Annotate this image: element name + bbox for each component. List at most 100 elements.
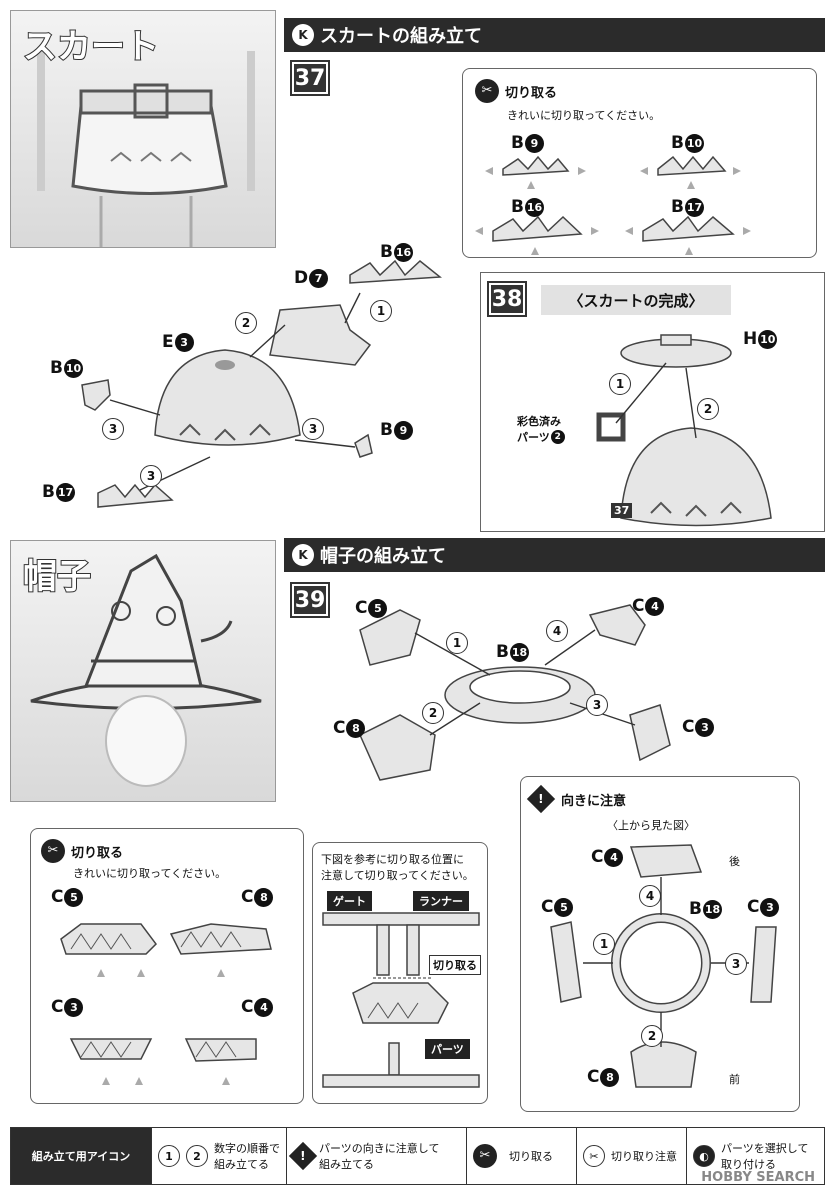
ref-step-37: 37 (611, 503, 633, 518)
step-38-illustration (596, 334, 772, 527)
skirt-cut-instruction: きれいに切り取ってください。 (507, 109, 661, 122)
gate-runner-illustration (322, 912, 480, 1088)
hat-step-1: 1 (446, 632, 468, 654)
cut-icon: ✂ (473, 1144, 497, 1168)
skirt-assembly-illustration (81, 259, 442, 508)
orient-step-4: 4 (639, 885, 661, 907)
step-38-badge: 38 (487, 281, 527, 317)
orient-step-3: 3 (725, 953, 747, 975)
hat-section-header: K 帽子の組み立て (284, 538, 825, 572)
skirt-cut-title-text: 切り取る (505, 85, 558, 101)
hat-section-title: 帽子の組み立て (320, 546, 446, 567)
hat-step-3: 3 (586, 694, 608, 716)
hat-photo-illustration (30, 553, 262, 787)
order-icon: 1 (158, 1145, 180, 1167)
gate-cut-box: 下図を参考に切り取る位置に 注意して切り取ってください。 ゲート ランナー 切り… (312, 842, 488, 1104)
orient-front-label: 前 (729, 1073, 740, 1086)
s38-step-2: 2 (697, 398, 719, 420)
step-39-badge: 39 (290, 582, 330, 618)
cut-icon: ✂ (475, 79, 499, 103)
select-part-icon: ◐ (693, 1145, 715, 1167)
cut-care-icon: ✂ (583, 1145, 605, 1167)
step-38-title: 〈スカートの完成〉 (541, 285, 731, 315)
legend-cut-care: ✂ 切り取り注意 (576, 1128, 686, 1184)
order-icon-2: 2 (186, 1145, 208, 1167)
parts-tag: パーツ (425, 1039, 470, 1059)
watermark: HOBBY SEARCH (701, 1170, 815, 1185)
skirt-photo-illustration (37, 51, 255, 247)
order-step-3b: 3 (302, 418, 324, 440)
hat-cut-instruction: きれいに切り取ってください。 (73, 867, 227, 880)
colored-part-label-1: 彩色済み (517, 415, 561, 428)
order-step-3a: 3 (102, 418, 124, 440)
hat-cut-box-title: ✂ 切り取る (41, 839, 123, 863)
skirt-cut-parts-illustration (475, 155, 751, 255)
orientation-title: ! 向きに注意 (526, 784, 626, 814)
hat-step-2: 2 (422, 702, 444, 724)
orientation-subtitle: 〈上から見た図〉 (607, 819, 695, 832)
skirt-photo-title: スカート (22, 26, 160, 68)
skirt-photo: スカート (10, 10, 276, 248)
gate-instruction-line2: 注意して切り取ってください。 (321, 869, 474, 882)
kit-icon: K (292, 24, 314, 46)
legend-cut: ✂ 切り取る (466, 1128, 576, 1184)
orient-back-label: 後 (729, 855, 740, 868)
hat-cut-parts-illustration (60, 923, 272, 1085)
orient-step-1: 1 (593, 933, 615, 955)
order-step-1: 1 (370, 300, 392, 322)
legend-select: ◐ パーツを選択して取り付ける (686, 1128, 824, 1184)
legend-orientation: ! パーツの向きに注意して組み立てる (286, 1128, 466, 1184)
kit-icon: K (292, 544, 314, 566)
order-step-2: 2 (235, 312, 257, 334)
hat-photo-title: 帽子 (22, 556, 92, 598)
gate-instruction-line1: 下図を参考に切り取る位置に (321, 853, 464, 866)
hat-step-4: 4 (546, 620, 568, 642)
skirt-cut-box-title: ✂ 切り取る (475, 79, 557, 103)
cut-tag: 切り取る (429, 955, 481, 975)
orient-step-2: 2 (641, 1025, 663, 1047)
caution-icon: ! (288, 1141, 318, 1171)
order-step-3c: 3 (140, 465, 162, 487)
skirt-section-header: K スカートの組み立て (284, 18, 825, 52)
legend-title: 組み立て用アイコン (11, 1128, 151, 1184)
hat-assembly-illustration (359, 604, 671, 781)
hat-photo: 帽子 (10, 540, 276, 802)
skirt-section-title: スカートの組み立て (320, 26, 482, 47)
step-37-badge: 37 (290, 60, 330, 96)
orientation-illustration (550, 844, 777, 1088)
runner-tag: ランナー (413, 891, 469, 911)
s38-step-1: 1 (609, 373, 631, 395)
cut-icon: ✂ (41, 839, 65, 863)
